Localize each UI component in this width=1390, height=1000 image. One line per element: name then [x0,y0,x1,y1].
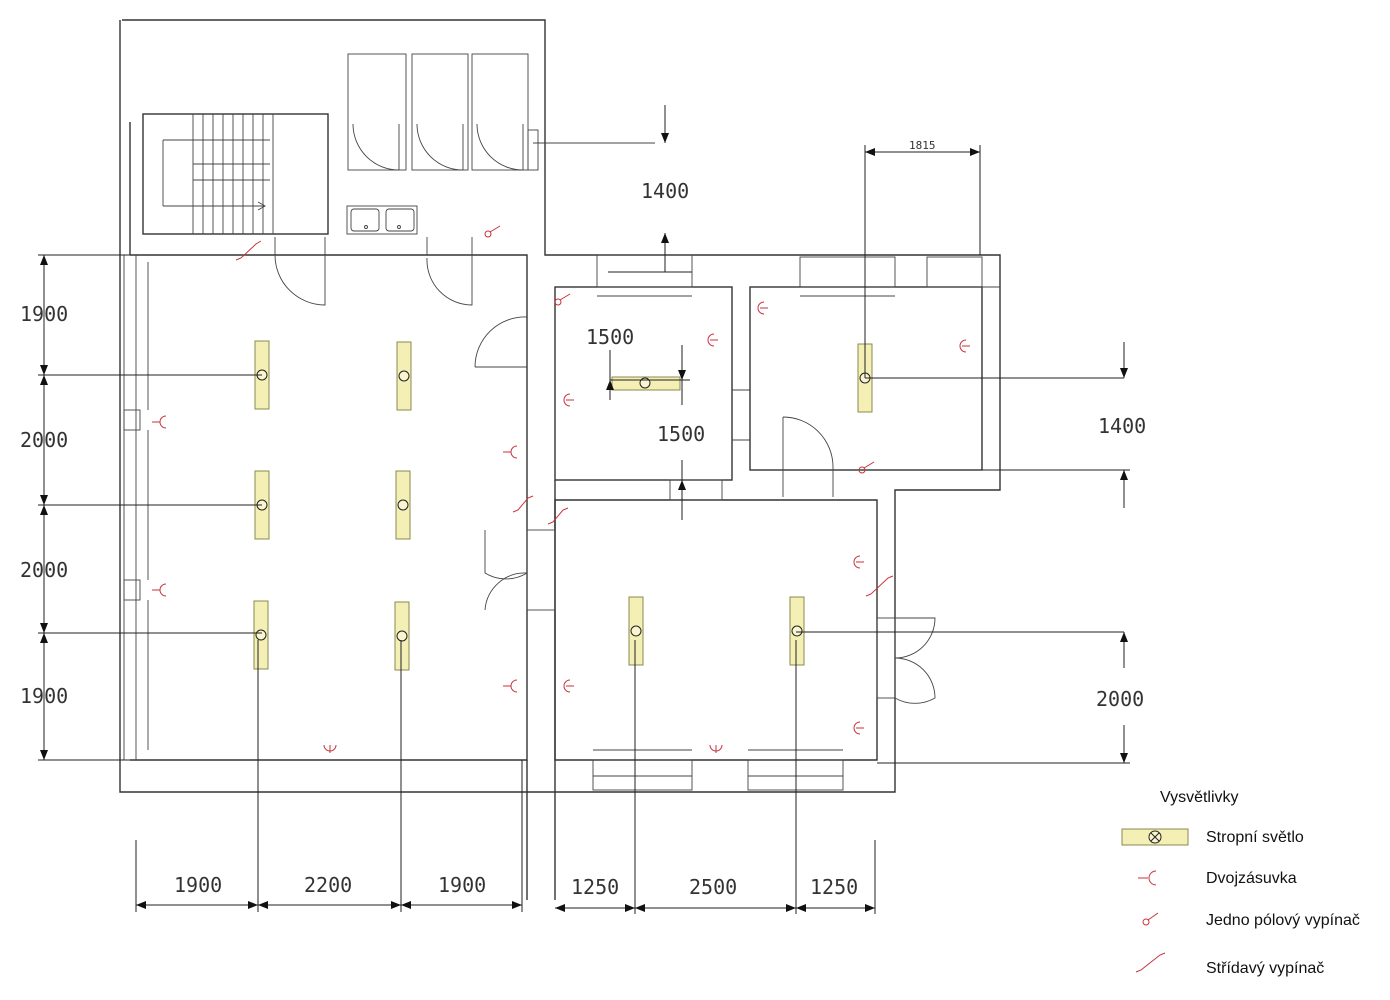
sinks [346,205,418,235]
double-socket-icon [1138,870,1157,886]
legend-label-ceiling-light: Stropní světlo [1206,829,1304,846]
single-pole-switch-icon [1142,912,1159,926]
ceiling-lights [253,340,873,671]
dim-bottom-left-2: 2200 [304,873,352,897]
electrical-symbols [152,225,970,753]
dim-center-2: 1500 [657,422,705,446]
dim-bottom-left-3: 1900 [438,873,486,897]
double-socket-icon [152,301,970,753]
two-way-switch-icon [235,240,894,597]
dimension-labels: 1900 2000 2000 1900 1900 2200 1900 1250 … [20,139,1146,899]
wc-cabins [347,53,655,171]
dim-left-2: 2000 [20,428,68,452]
ceiling-light-icon [630,625,642,637]
ceiling-light-icon [396,630,408,642]
ceiling-light-icon [397,499,409,511]
doors-top [274,237,473,306]
legend-label-single-pole-switch: Jedno pólový vypínač [1206,912,1360,929]
dim-left-3: 2000 [20,558,68,582]
dim-left-1: 1900 [20,302,68,326]
dim-top-center: 1400 [641,179,689,203]
dim-left-4: 1900 [20,684,68,708]
legend-title: Vysvětlivky [1160,789,1239,806]
walls [119,19,1001,900]
ceiling-light-icon [255,629,267,641]
stair-treads [162,114,274,234]
legend-label-double-socket: Dvojzásuvka [1206,870,1297,887]
single-pole-switch-icon [484,225,875,474]
legend-label-two-way-switch: Střídavý vypínač [1206,960,1324,977]
dim-bottom-right-1: 1250 [571,875,619,899]
dim-top-right-small: 1815 [909,139,936,152]
dim-bottom-right-2: 2500 [689,875,737,899]
dim-right-1: 1400 [1098,414,1146,438]
dim-bottom-left-1: 1900 [174,873,222,897]
two-way-switch-icon [1135,952,1166,973]
ceiling-light-icon [398,370,410,382]
dim-right-2: 2000 [1096,687,1144,711]
ceiling-light-icon [791,625,803,637]
dimension-arrows [40,133,1128,912]
legend: Vysvětlivky Stropní světlo Dvojzásuvka J… [1121,789,1360,977]
dim-bottom-right-3: 1250 [810,875,858,899]
dim-center-1: 1500 [586,325,634,349]
left-windows [123,255,149,760]
